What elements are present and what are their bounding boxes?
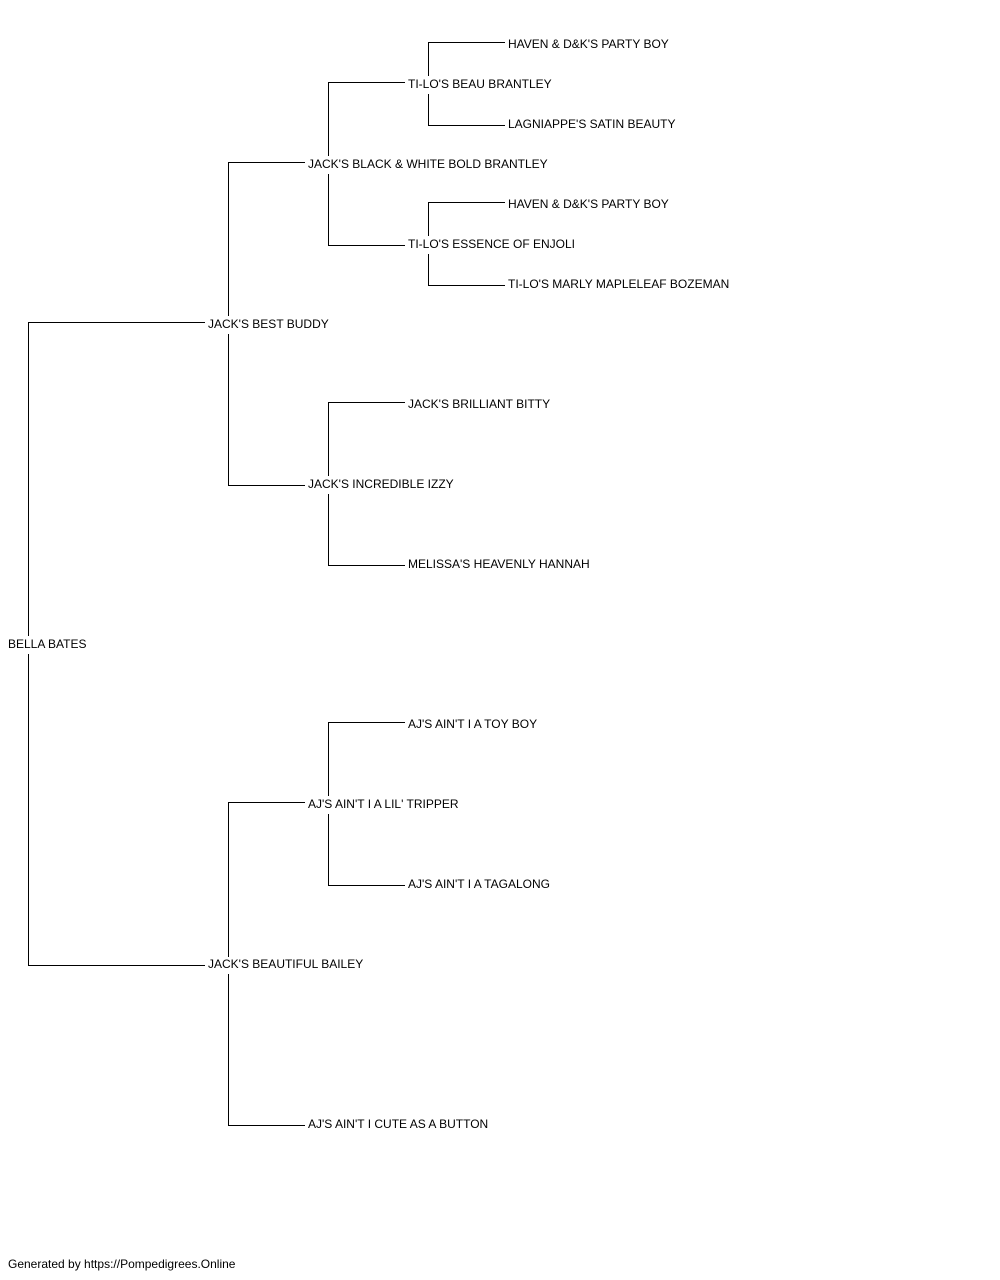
connector-sire-dam: [228, 334, 305, 486]
sire-dam-dam-name: MELISSA'S HEAVENLY HANNAH: [407, 557, 591, 571]
sire-name: JACK'S BEST BUDDY: [207, 317, 330, 331]
connector-sss-sire: [428, 42, 505, 76]
generated-by-footer: Generated by https://Pompedigrees.Online: [8, 1257, 236, 1271]
connector-dam-sire: [228, 802, 305, 957]
sire-sire-dam-dam-name: TI-LO'S MARLY MAPLELEAF BOZEMAN: [507, 277, 731, 291]
connector-ss-dam: [328, 174, 405, 246]
dam-sire-name: AJ'S AIN'T I A LIL' TRIPPER: [307, 797, 460, 811]
connector-sd-dam: [328, 494, 405, 566]
sire-sire-dam-name: TI-LO'S ESSENCE OF ENJOLI: [407, 237, 576, 251]
sire-dam-name: JACK'S INCREDIBLE IZZY: [307, 477, 455, 491]
connector-sire-sire: [228, 162, 305, 316]
connector-ss-sire: [328, 82, 405, 156]
dam-name: JACK'S BEAUTIFUL BAILEY: [207, 957, 365, 971]
connector-ds-sire: [328, 722, 405, 796]
connector-sd-sire: [328, 402, 405, 476]
dam-sire-sire-name: AJ'S AIN'T I A TOY BOY: [407, 717, 539, 731]
sire-sire-name: JACK'S BLACK & WHITE BOLD BRANTLEY: [307, 157, 549, 171]
dam-dam-name: AJ'S AIN'T I CUTE AS A BUTTON: [307, 1117, 490, 1131]
connector-ssd-sire: [428, 202, 505, 236]
sire-sire-sire-name: TI-LO'S BEAU BRANTLEY: [407, 77, 553, 91]
connector-ds-dam: [328, 814, 405, 886]
subject-name: BELLA BATES: [7, 637, 88, 651]
sire-dam-sire-name: JACK'S BRILLIANT BITTY: [407, 397, 552, 411]
connector-sss-dam: [428, 94, 505, 126]
dam-sire-dam-name: AJ'S AIN'T I A TAGALONG: [407, 877, 551, 891]
sire-sire-sire-sire-name: HAVEN & D&K'S PARTY BOY: [507, 37, 670, 51]
sire-sire-dam-sire-name: HAVEN & D&K'S PARTY BOY: [507, 197, 670, 211]
connector-ssd-dam: [428, 254, 505, 286]
connector-subject-sire: [28, 322, 205, 636]
connector-dam-dam: [228, 974, 305, 1126]
sire-sire-sire-dam-name: LAGNIAPPE'S SATIN BEAUTY: [507, 117, 677, 131]
connector-subject-dam: [28, 654, 205, 966]
